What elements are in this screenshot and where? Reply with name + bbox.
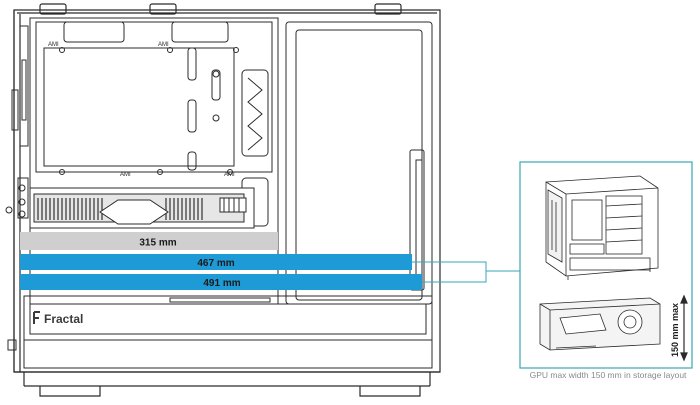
gpu-height-arrow: [680, 294, 688, 362]
measurement-label-315: 315 mm: [139, 238, 176, 249]
ami-label-3: AMI: [120, 172, 131, 178]
blue-bar-467: [20, 254, 412, 270]
ami-label-1: AMI: [48, 42, 59, 48]
inset-case-illustration: [545, 175, 659, 280]
storage-compartment: [285, 21, 433, 305]
motherboard-compartment: [29, 17, 279, 305]
gpu-height-label: 150 mm max: [670, 303, 680, 357]
fractal-logo-text: Fractal: [44, 312, 83, 326]
ami-label-2: AMI: [158, 42, 169, 48]
callout-lines: [412, 261, 520, 283]
inset-caption: GPU max width 150 mm in storage layout: [530, 370, 687, 380]
ami-label-4: AMI: [224, 172, 235, 178]
gpu-fins: [37, 198, 203, 220]
fractal-logo: Fractal: [33, 311, 83, 326]
psu-shroud: [23, 295, 433, 369]
measurement-label-491: 491 mm: [203, 278, 240, 289]
inset-gpu-illustration: [539, 297, 661, 351]
blue-bar-491: [20, 274, 422, 290]
front-side-components: [5, 25, 29, 351]
gpu-card: [29, 187, 255, 229]
case-outline: [13, 3, 441, 397]
measurement-label-467: 467 mm: [197, 258, 234, 269]
gray-bar-315: [20, 232, 278, 250]
